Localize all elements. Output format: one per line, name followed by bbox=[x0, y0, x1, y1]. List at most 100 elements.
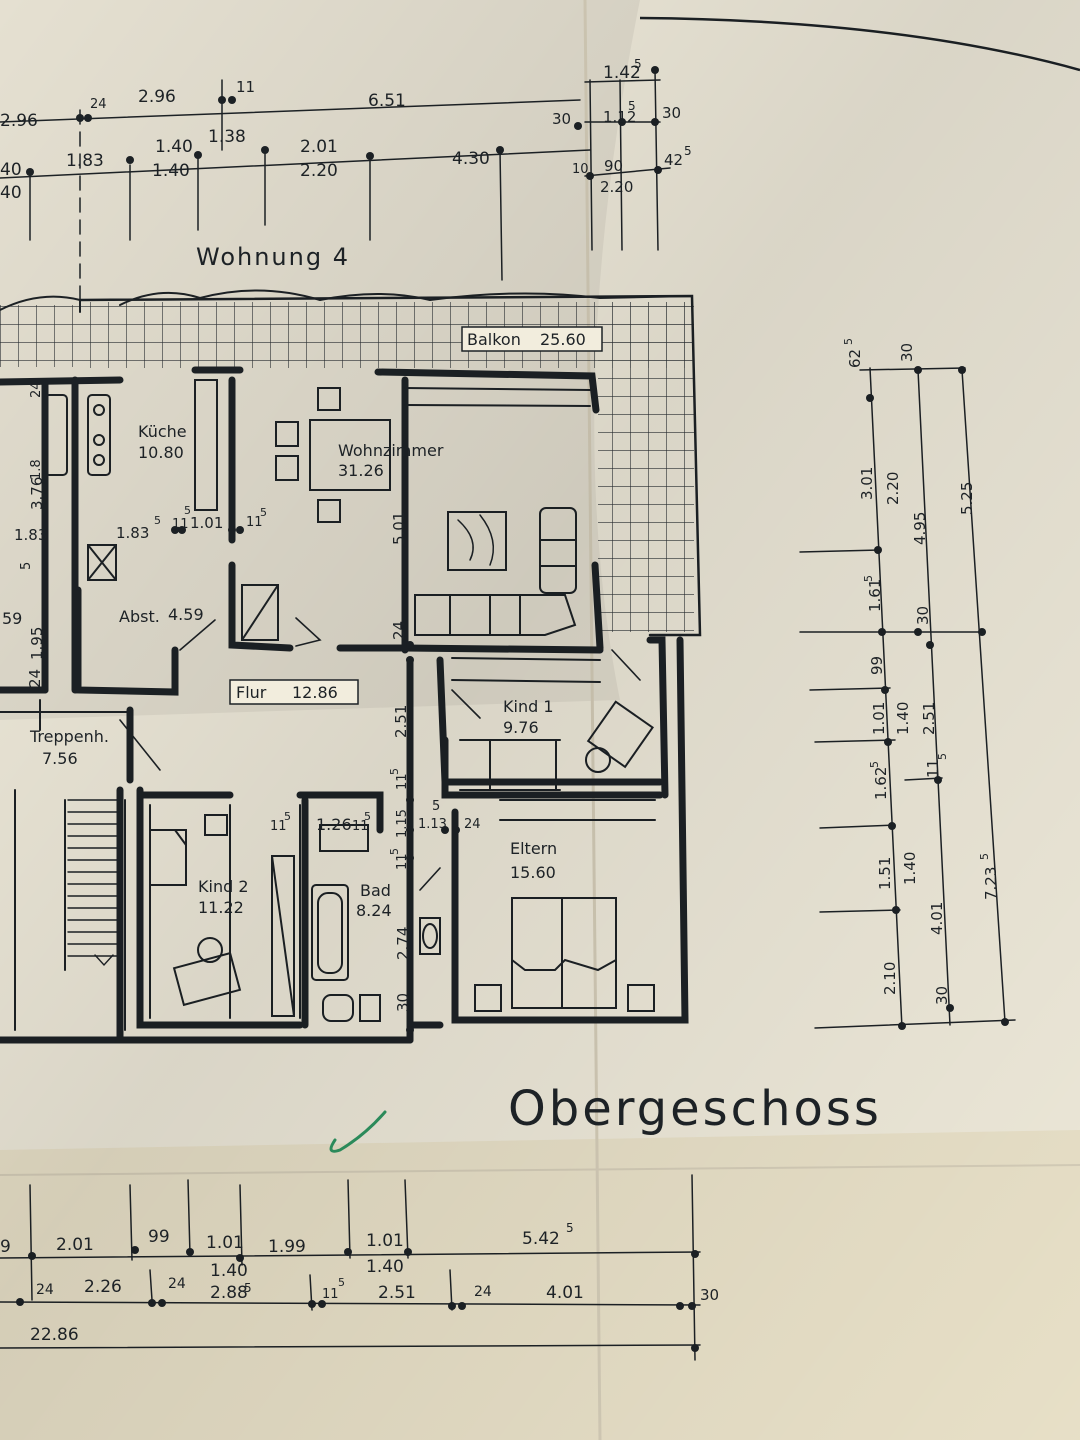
dim-right-c1-6: 1.01 bbox=[870, 702, 888, 735]
dim-bottom-r2-7: 5 bbox=[338, 1276, 345, 1289]
dim-right-c1-5: 99 bbox=[868, 656, 886, 675]
green-check-mark bbox=[329, 1110, 387, 1153]
dim-right-c1-3: 1.61 bbox=[866, 579, 884, 612]
dim-bottom-r2-5: 5 bbox=[244, 1281, 252, 1295]
dim-inner-4: 11 bbox=[172, 517, 189, 532]
room-name-treppenhaus: Treppenh. bbox=[29, 727, 109, 746]
dim-top-r2-1: 1.12 bbox=[603, 108, 636, 126]
dim-bottom-r2-2: 24 bbox=[168, 1276, 186, 1292]
dim-inner-8: 5 bbox=[260, 506, 267, 519]
dim-right-c2-6: 30 bbox=[933, 986, 951, 1005]
dim-right-c1-9: 1.51 bbox=[876, 857, 894, 890]
dim-inner-5: 5 bbox=[184, 504, 191, 517]
dim-inner-1: 1.83 bbox=[14, 526, 47, 544]
room-area-flur: 12.86 bbox=[292, 683, 338, 702]
dim-top-r1-3: 11 bbox=[236, 78, 255, 96]
dim-bottom-r2-8: 1.40 bbox=[366, 1257, 404, 1277]
dim-inner-19: 1.13 bbox=[418, 817, 447, 832]
room-area-left-small: 59 bbox=[2, 609, 22, 628]
dim-top-r1-1: 24 bbox=[90, 97, 107, 112]
dim-inner-17: 11 bbox=[395, 853, 410, 870]
dim-bottom-r1-1: 2.01 bbox=[56, 1235, 94, 1255]
labels: Obergeschoss Wohnung 4 Balkon 25.60 Küch… bbox=[0, 57, 1000, 1345]
dim-top-r3-7: 90 bbox=[604, 157, 623, 175]
room-area-treppenhaus: 7.56 bbox=[42, 749, 78, 768]
dim-top-r3-0: 40 bbox=[0, 160, 22, 180]
room-name-kueche: Küche bbox=[138, 422, 187, 441]
room-area-wohnzimmer: 31.26 bbox=[338, 461, 384, 480]
dim-top-r3-9: 5 bbox=[684, 144, 692, 158]
dim-right-c2-0: 2.20 bbox=[884, 472, 902, 505]
dim-top-r3-1: 1.83 bbox=[66, 151, 104, 171]
dim-inner-16: 1.15 bbox=[395, 809, 410, 838]
dim-top-r1-6: 5 bbox=[634, 57, 642, 71]
room-area-abst: 4.59 bbox=[168, 605, 204, 624]
room-area-wc: 1.26 bbox=[316, 815, 352, 834]
dim-right-c4-2: 5 bbox=[978, 853, 991, 860]
room-area-kind1: 9.76 bbox=[503, 718, 539, 737]
room-name-eltern: Eltern bbox=[510, 839, 557, 858]
dim-bottom-r1-6: 5.42 bbox=[522, 1229, 560, 1249]
dim-inner-13: 24 bbox=[26, 669, 44, 688]
dim-inner-7: 11 bbox=[246, 515, 263, 530]
dim-bottom-r2-4: 2.88 bbox=[210, 1283, 248, 1303]
dim-top-r1-2: 2.96 bbox=[138, 87, 176, 107]
drawing-title: Obergeschoss bbox=[508, 1081, 882, 1137]
dim-right-c1-1: 5 bbox=[842, 338, 855, 345]
dim-top-r3-3: 1.38 bbox=[208, 127, 246, 147]
dim-right-c1-8: 5 bbox=[868, 761, 881, 768]
dim-top-r3-8: 42 bbox=[664, 151, 683, 169]
dim-inner-0: 3.76 bbox=[28, 477, 46, 510]
dim-right-c1-0: 62 bbox=[846, 349, 864, 368]
dim-right-c2-3: 11 bbox=[924, 759, 942, 778]
dim-right-c2-4: 5 bbox=[936, 753, 949, 760]
dim-bottom-r2-10: 24 bbox=[474, 1284, 492, 1300]
dim-inner-24: 5 bbox=[284, 810, 291, 823]
dim-right-c1-10: 2.10 bbox=[881, 962, 899, 995]
dim-bottom-r1-5: 1.01 bbox=[366, 1231, 404, 1251]
dim-bottom-r1-2: 99 bbox=[148, 1227, 170, 1247]
dim-right-c3-0: 30 bbox=[898, 343, 916, 362]
flur-label-box bbox=[229, 679, 359, 705]
dim-right-c2-5: 1.40 bbox=[901, 852, 919, 885]
dim-inner-10: 24 bbox=[390, 621, 408, 640]
dim-inner-18: 5 bbox=[388, 848, 401, 855]
dim-inner-27: 5 bbox=[432, 799, 440, 814]
room-area-kueche: 10.80 bbox=[138, 443, 184, 462]
dim-bottom-r1-3: 1.01 bbox=[206, 1233, 244, 1253]
balkon-label-box bbox=[461, 326, 603, 352]
dim-right-c1-7: 1.62 bbox=[872, 767, 890, 800]
dim-inner-29: 1.8 bbox=[29, 459, 44, 480]
dim-top-r2-0: 30 bbox=[552, 110, 571, 128]
dim-inner-28: 24 bbox=[29, 381, 44, 398]
dim-inner-9: 5.01 bbox=[390, 512, 408, 545]
dim-right-c1-4: 5 bbox=[862, 575, 875, 582]
dim-bottom-r2-9: 2.51 bbox=[378, 1283, 416, 1303]
room-area-kind2: 11.22 bbox=[198, 898, 244, 917]
room-name-balkon: Balkon bbox=[467, 330, 521, 349]
dim-top-r3-4: 2.01 bbox=[300, 137, 338, 157]
room-area-eltern: 15.60 bbox=[510, 863, 556, 882]
dim-top-r4-0: 40 bbox=[0, 183, 22, 203]
dim-inner-11: 2.51 bbox=[392, 705, 410, 738]
dim-top-r4-2: 2.20 bbox=[300, 161, 338, 181]
room-name-flur: Flur bbox=[236, 683, 267, 702]
dim-top-r1-0: 2.96 bbox=[0, 111, 38, 131]
dim-right-c2-1: 30 bbox=[914, 606, 932, 625]
dim-inner-22: 30 bbox=[394, 993, 412, 1012]
room-area-bad: 8.24 bbox=[356, 901, 392, 920]
dim-right-c1-2: 3.01 bbox=[858, 467, 876, 500]
dim-top-r2-3: 30 bbox=[662, 104, 681, 122]
dim-inner-15: 5 bbox=[388, 768, 401, 775]
dim-inner-2: 1.83 bbox=[116, 524, 149, 542]
room-name-kind1: Kind 1 bbox=[503, 697, 554, 716]
dim-top-r3-2: 1.40 bbox=[155, 137, 193, 157]
dim-bottom-r2-0: 24 bbox=[36, 1282, 54, 1298]
dim-top-r1-4: 6.51 bbox=[368, 91, 406, 111]
dim-inner-21: 2.74 bbox=[394, 927, 412, 960]
dim-bottom-r2-6: 11 bbox=[322, 1287, 339, 1302]
dim-inner-20: 24 bbox=[464, 817, 481, 832]
dim-top-r2-2: 5 bbox=[628, 99, 636, 113]
dim-inner-30: 5 bbox=[19, 562, 34, 570]
